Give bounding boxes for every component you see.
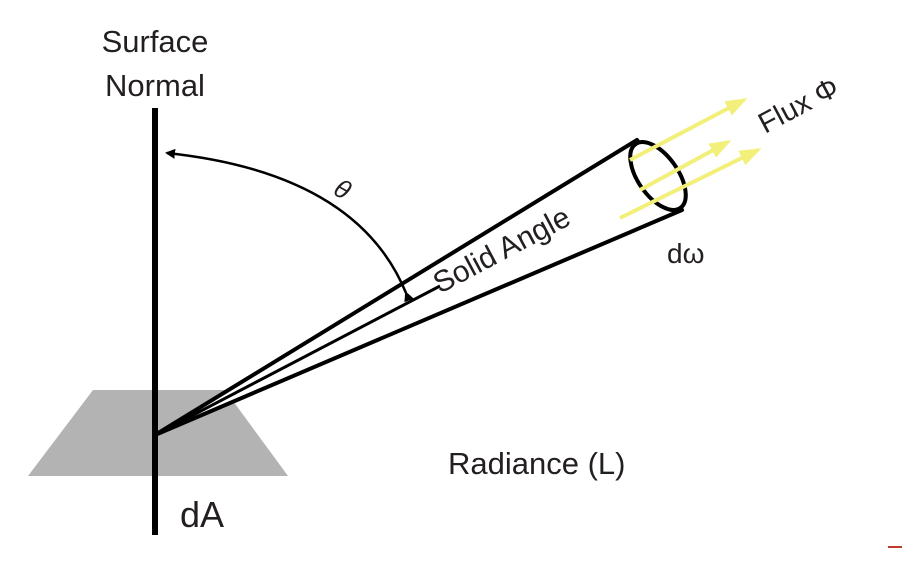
- flux-arrow-bottom: [619, 148, 762, 220]
- direction-line: [154, 284, 441, 437]
- d-omega-label: dω: [667, 238, 704, 269]
- theta-label: θ: [329, 173, 356, 206]
- dA-label: dA: [180, 494, 224, 535]
- surface-normal-label-line2: Normal: [105, 68, 205, 103]
- flux-arrow-middle: [639, 140, 732, 192]
- flux-arrow-top: [629, 98, 748, 162]
- theta-arc: [165, 148, 414, 303]
- surface-normal-label-line1: Surface: [102, 24, 209, 59]
- solid-angle-cone: [153, 138, 684, 437]
- flux-label: Flux Φ: [753, 72, 844, 141]
- radiance-label: Radiance (L): [448, 446, 625, 481]
- flux-arrows: [619, 98, 762, 220]
